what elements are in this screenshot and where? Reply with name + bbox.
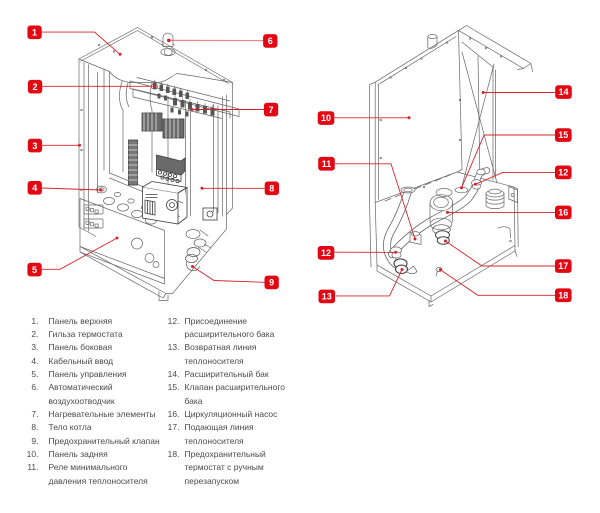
svg-text:4: 4	[32, 183, 37, 193]
svg-text:12: 12	[558, 168, 568, 178]
svg-text:15: 15	[558, 130, 568, 140]
svg-text:3: 3	[32, 141, 37, 151]
svg-text:18: 18	[558, 291, 568, 301]
svg-text:8: 8	[269, 184, 274, 194]
svg-text:9: 9	[269, 278, 274, 288]
svg-text:6: 6	[268, 36, 273, 46]
svg-text:16: 16	[558, 208, 568, 218]
svg-text:2: 2	[32, 82, 37, 92]
svg-text:14: 14	[558, 87, 568, 97]
svg-text:17: 17	[558, 261, 568, 271]
svg-text:5: 5	[32, 265, 37, 275]
svg-text:11: 11	[322, 159, 332, 169]
svg-text:7: 7	[268, 105, 273, 115]
svg-text:10: 10	[321, 113, 331, 123]
svg-text:12: 12	[321, 248, 331, 258]
svg-text:1: 1	[32, 28, 37, 38]
svg-text:13: 13	[322, 292, 332, 302]
